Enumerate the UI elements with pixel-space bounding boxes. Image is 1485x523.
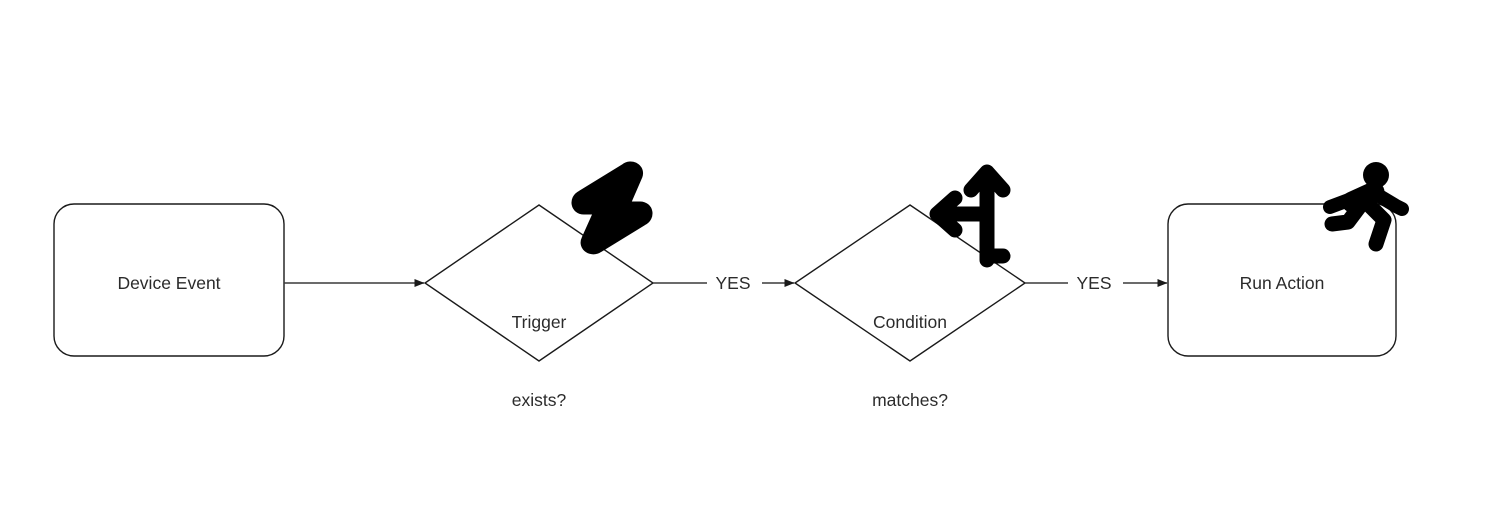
lightning-bolt-icon	[571, 161, 653, 255]
edge-label-yes-trigger-condition: YES	[715, 273, 751, 293]
running-person-icon	[1323, 162, 1409, 252]
node-device-event[interactable]	[53, 203, 285, 357]
edge-label-yes-condition-action: YES	[1076, 273, 1112, 293]
branch-arrow-icon	[929, 164, 1011, 268]
node-run-action[interactable]	[1167, 203, 1397, 357]
